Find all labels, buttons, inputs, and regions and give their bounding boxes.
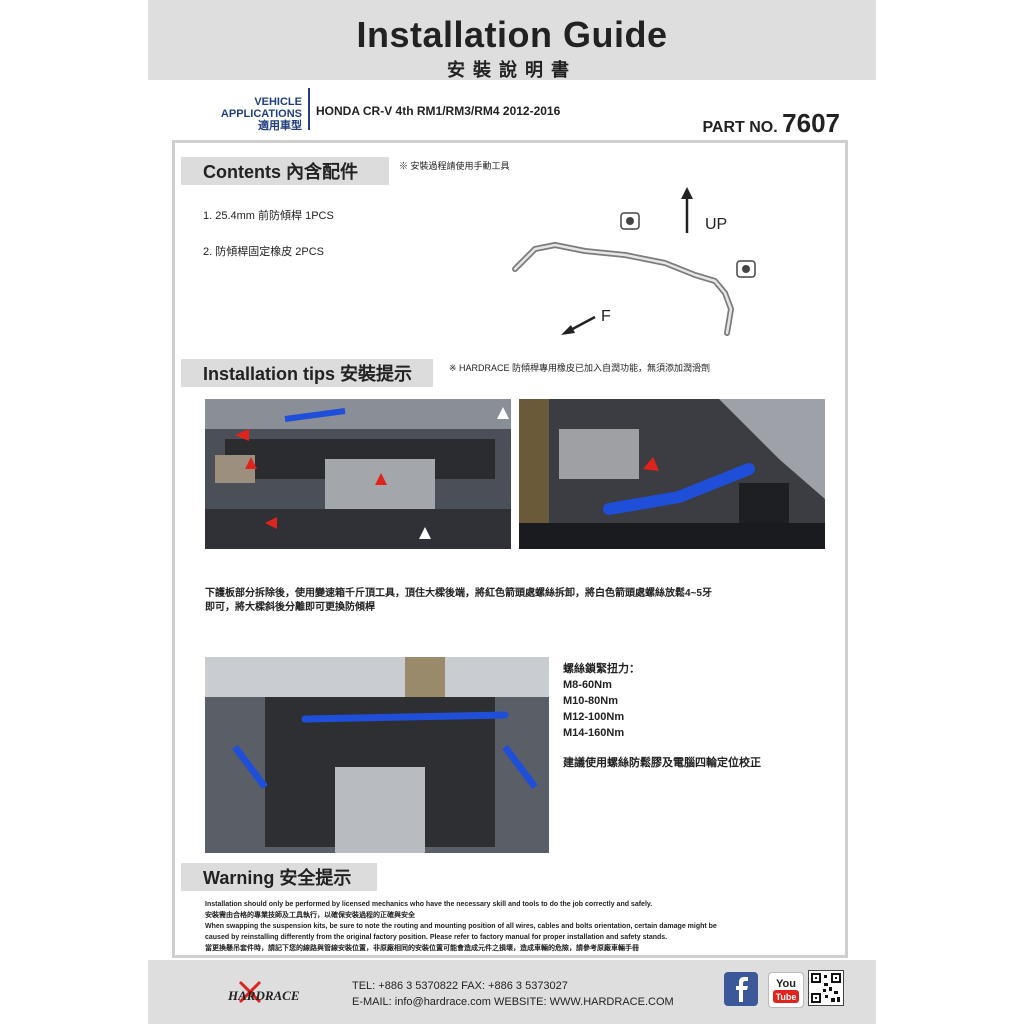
qr-code-icon[interactable] <box>808 970 844 1006</box>
up-label: UP <box>705 216 727 233</box>
part-number-label: PART NO. <box>702 119 778 136</box>
torque-value: M14-160Nm <box>563 727 625 739</box>
youtube-you-text: You <box>776 978 796 990</box>
alignment-advice: 建議使用螺絲防鬆膠及電腦四輪定位校正 <box>563 757 761 769</box>
contents-item-1: 1. 25.4mm 前防傾桿 1PCS <box>203 210 334 222</box>
contact-info: TEL: +886 3 5370822 FAX: +886 3 5373027 … <box>352 978 674 1010</box>
warning-line: caused by reinstalling differently from … <box>205 934 668 941</box>
sway-bar-shape <box>512 242 734 336</box>
part-number: PART NO. 7607 <box>702 108 840 139</box>
tips-caption-line-1: 下護板部分拆除後，使用變速箱千斤頂工具，頂住大樑後端，將紅色箭頭處螺絲拆卸，將白… <box>205 588 712 599</box>
contents-note: ※ 安裝過程請使用手動工具 <box>399 161 510 171</box>
warning-line: When swapping the suspension kits, be su… <box>205 923 717 930</box>
contents-heading: Contents 內含配件 <box>181 157 389 185</box>
warning-heading: Warning 安全提示 <box>181 863 377 891</box>
vehicle-model: HONDA CR-V 4th RM1/RM3/RM4 2012-2016 <box>316 104 561 118</box>
torque-value: M12-100Nm <box>563 711 625 723</box>
youtube-tube-text: Tube <box>776 992 797 1002</box>
youtube-icon[interactable]: You Tube <box>768 972 804 1008</box>
bushing-icon <box>620 212 640 230</box>
page-title: Installation Guide <box>356 14 668 55</box>
facebook-icon[interactable] <box>724 972 758 1006</box>
warning-line: Installation should only be performed by… <box>205 901 653 908</box>
part-number-value: 7607 <box>782 108 840 138</box>
tips-caption: 下護板部分拆除後，使用變速箱千斤頂工具，頂住大樑後端，將紅色箭頭處螺絲拆卸，將白… <box>205 587 835 615</box>
front-label: F <box>601 308 611 325</box>
torque-value: M10-80Nm <box>563 695 619 707</box>
warning-line: 當更換懸吊套件時，請記下您的線路與管線安裝位置，非原廠相同的安裝位置可能會造成元… <box>205 945 639 952</box>
torque-value: M8-60Nm <box>563 679 612 691</box>
torque-spec: 螺絲鎖緊扭力： M8-60Nm M10-80Nm M12-100Nm M14-1… <box>563 661 640 741</box>
content-frame: Contents 內含配件 ※ 安裝過程請使用手動工具 1. 25.4mm 前防… <box>172 140 848 958</box>
up-arrow-icon <box>681 187 693 233</box>
subframe-photo-right <box>519 399 825 549</box>
page-subtitle: 安裝說明書 <box>447 60 577 80</box>
tips-heading: Installation tips 安裝提示 <box>181 359 433 387</box>
installation-guide-page: Installation Guide 安裝說明書 VEHICLE APPLICA… <box>148 0 876 1024</box>
contact-phone: TEL: +886 3 5370822 FAX: +886 3 5373027 <box>352 980 568 992</box>
hardrace-logo: HARDRACE <box>227 980 300 1004</box>
front-arrow-icon <box>561 315 596 335</box>
vehicle-divider <box>308 88 310 130</box>
vehicle-label-en: VEHICLE APPLICATIONS <box>220 96 302 120</box>
torque-title: 螺絲鎖緊扭力： <box>563 663 640 675</box>
contact-web: E-MAIL: info@hardrace.com WEBSITE: WWW.H… <box>352 996 674 1008</box>
header-band <box>148 0 876 80</box>
tips-caption-line-2: 即可，將大樑斜後分離即可更換防傾桿 <box>205 602 375 613</box>
vehicle-applications-label: VEHICLE APPLICATIONS 適用車型 <box>178 96 302 132</box>
hardrace-logo-text: HARDRACE <box>227 988 300 1003</box>
sway-bar-diagram: UP F <box>512 187 756 336</box>
bushing-icon <box>736 260 756 278</box>
subframe-photo-left <box>205 399 511 549</box>
warning-text: Installation should only be performed by… <box>205 899 835 954</box>
undercarriage-photo <box>205 657 549 853</box>
vehicle-label-zh: 適用車型 <box>258 120 302 132</box>
contents-item-2: 2. 防傾桿固定橡皮 2PCS <box>203 246 325 258</box>
warning-line: 安裝需由合格的專業技師及工具執行，以確保安裝過程的正確與安全 <box>205 912 415 919</box>
tips-note: ※ HARDRACE 防傾桿專用橡皮已加入自潤功能，無須添加潤滑劑 <box>449 363 711 373</box>
